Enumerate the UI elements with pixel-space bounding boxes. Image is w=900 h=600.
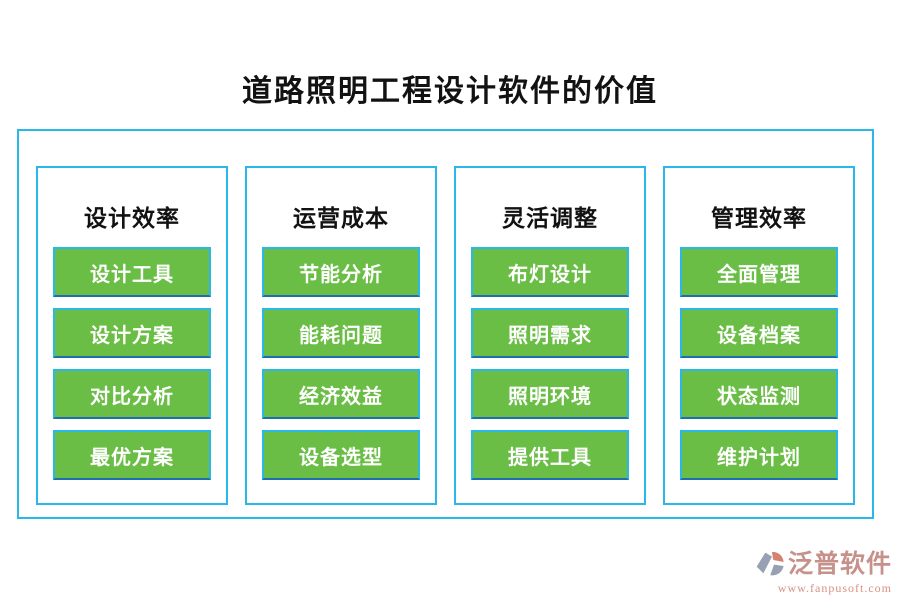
column-header: 灵活调整	[502, 206, 598, 231]
item-button[interactable]: 设计工具	[53, 247, 211, 297]
value-board: 设计效率 设计工具 设计方案 对比分析 最优方案 运营成本 节能分析 能耗问题 …	[17, 129, 874, 519]
brand-row: 泛普软件	[754, 548, 892, 580]
item-button[interactable]: 状态监测	[680, 369, 838, 419]
item-button[interactable]: 设计方案	[53, 308, 211, 358]
item-button[interactable]: 设备选型	[262, 430, 420, 480]
item-button[interactable]: 经济效益	[262, 369, 420, 419]
item-button[interactable]: 能耗问题	[262, 308, 420, 358]
item-button[interactable]: 全面管理	[680, 247, 838, 297]
column-management-efficiency: 管理效率 全面管理 设备档案 状态监测 维护计划	[663, 166, 855, 505]
brand-url: www.fanpusoft.com	[777, 581, 892, 595]
item-button[interactable]: 照明环境	[471, 369, 629, 419]
column-items: 布灯设计 照明需求 照明环境 提供工具	[471, 247, 629, 480]
column-header: 设计效率	[84, 206, 180, 231]
column-items: 节能分析 能耗问题 经济效益 设备选型	[262, 247, 420, 480]
page-title: 道路照明工程设计软件的价值	[242, 75, 658, 108]
item-button[interactable]: 节能分析	[262, 247, 420, 297]
item-button[interactable]: 设备档案	[680, 308, 838, 358]
column-flexible-adjustment: 灵活调整 布灯设计 照明需求 照明环境 提供工具	[454, 166, 646, 505]
item-button[interactable]: 对比分析	[53, 369, 211, 419]
column-items: 设计工具 设计方案 对比分析 最优方案	[53, 247, 211, 480]
item-button[interactable]: 维护计划	[680, 430, 838, 480]
column-items: 全面管理 设备档案 状态监测 维护计划	[680, 247, 838, 480]
item-button[interactable]: 布灯设计	[471, 247, 629, 297]
item-button[interactable]: 提供工具	[471, 430, 629, 480]
column-design-efficiency: 设计效率 设计工具 设计方案 对比分析 最优方案	[36, 166, 228, 505]
brand-name: 泛普软件	[787, 550, 892, 578]
item-button[interactable]: 照明需求	[471, 308, 629, 358]
fanpu-logo-icon	[756, 551, 784, 576]
fanpu-watermark: 泛普软件 www.fanpusoft.com	[754, 548, 892, 596]
column-header: 管理效率	[711, 206, 807, 231]
item-button[interactable]: 最优方案	[53, 430, 211, 480]
column-operating-cost: 运营成本 节能分析 能耗问题 经济效益 设备选型	[245, 166, 437, 505]
column-header: 运营成本	[293, 206, 389, 231]
